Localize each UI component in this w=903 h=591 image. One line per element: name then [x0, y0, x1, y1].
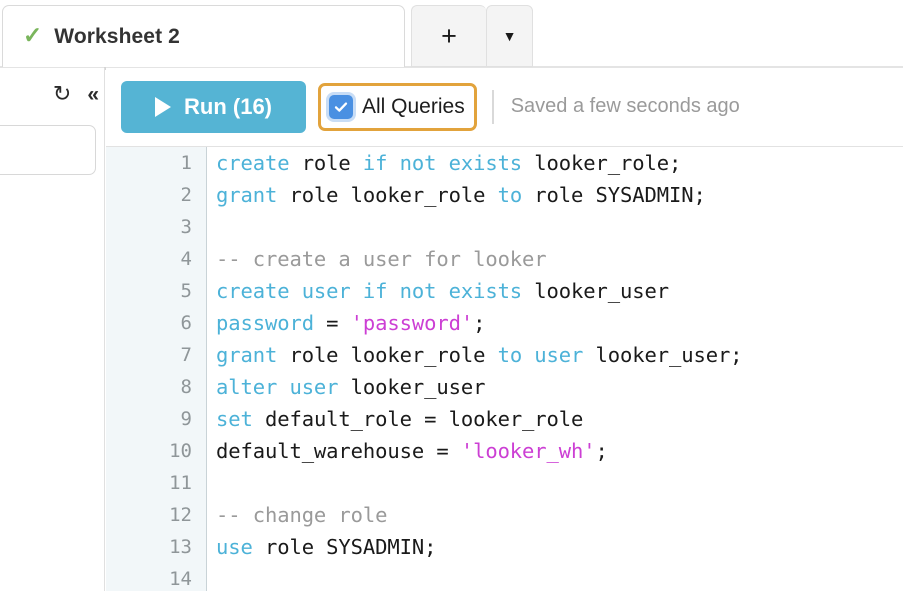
code-token-pl: ; [595, 439, 608, 463]
code-token-pl: = [313, 311, 351, 335]
code-line[interactable]: 14 [106, 563, 903, 591]
code-text: use role SYSADMIN; [216, 531, 436, 563]
chevron-down-icon[interactable]: ▼ [486, 5, 533, 67]
code-text: create role if not exists looker_role; [216, 147, 681, 179]
code-text: set default_role = looker_role [216, 403, 583, 435]
line-number: 13 [169, 536, 192, 558]
code-line[interactable]: 7 grant role looker_role to user looker_u… [106, 339, 903, 371]
code-token-kw: alter user [216, 375, 339, 399]
tab-add-group: + ▼ [411, 5, 533, 67]
line-number: 14 [169, 568, 192, 590]
editor-toolbar: Run (16) All Queries Saved a few seconds… [106, 68, 903, 145]
code-text: -- create a user for looker [216, 243, 547, 275]
code-token-pl: looker_role; [522, 151, 682, 175]
toolbar-separator [491, 89, 494, 124]
code-token-kw: to [497, 183, 523, 207]
code-token-kw: create user if not exists [216, 279, 523, 303]
tab-bar-underline [0, 66, 903, 68]
run-button-label: Run (16) [184, 93, 272, 119]
code-line[interactable]: 6 password = 'password'; [106, 307, 903, 339]
add-worksheet-button[interactable]: + [411, 5, 486, 67]
code-text: alter user looker_user [216, 371, 485, 403]
line-number: 2 [180, 184, 192, 206]
check-icon: ✓ [23, 22, 43, 48]
code-token-cmt: -- create a user for looker [216, 247, 547, 271]
collapse-panel-icon[interactable]: « [87, 82, 99, 106]
line-number: 6 [180, 312, 192, 334]
code-text: create user if not exists looker_user [216, 275, 669, 307]
line-number: 5 [180, 280, 192, 302]
all-queries-checkbox[interactable]: All Queries [318, 82, 477, 131]
run-button[interactable]: Run (16) [121, 80, 306, 133]
code-line[interactable]: 8 alter user looker_user [106, 371, 903, 403]
code-token-pl: role looker_role [277, 183, 498, 207]
code-token-kw: if not exists [362, 151, 523, 175]
code-text: password = 'password'; [216, 307, 485, 339]
rail-divider [104, 68, 105, 591]
line-number: 3 [180, 216, 192, 238]
line-number: 8 [180, 376, 192, 398]
code-line[interactable]: 11 [106, 467, 903, 499]
saved-status: Saved a few seconds ago [510, 95, 740, 117]
code-line[interactable]: 5 create user if not exists looker_user [106, 275, 903, 307]
code-token-str: 'password' [350, 311, 474, 335]
code-text: grant role looker_role to user looker_us… [216, 339, 743, 371]
tab-label: Worksheet 2 [54, 24, 180, 48]
code-token-pl: looker_user; [583, 343, 743, 367]
code-token-kw: grant [216, 343, 278, 367]
code-text: default_warehouse = 'looker_wh'; [216, 435, 608, 467]
code-token-kw: password [216, 311, 314, 335]
line-number: 4 [180, 248, 192, 270]
rail-icon-group: ↻ « [52, 81, 99, 106]
code-line[interactable]: 9 set default_role = looker_role [106, 403, 903, 435]
code-line[interactable]: 13 use role SYSADMIN; [106, 531, 903, 563]
line-number: 12 [169, 504, 192, 526]
code-token-cmt: -- change role [216, 503, 388, 527]
code-text: -- change role [216, 499, 387, 531]
line-number: 7 [180, 344, 192, 366]
line-number: 10 [169, 440, 192, 462]
play-icon [155, 96, 171, 117]
tab-worksheet-2[interactable]: ✓ Worksheet 2 [2, 5, 405, 67]
line-number-gutter [106, 147, 207, 591]
code-token-pl: default_role = looker_role [252, 407, 584, 431]
code-token-kw: grant [216, 183, 278, 207]
code-token-pl: default_warehouse = [216, 439, 461, 463]
refresh-icon[interactable]: ↻ [52, 81, 72, 106]
line-number: 9 [180, 408, 192, 430]
code-token-kw: use [216, 535, 253, 559]
code-token-pl: role SYSADMIN; [252, 535, 437, 559]
line-number: 1 [180, 152, 192, 174]
code-line[interactable]: 12 -- change role [106, 499, 903, 531]
code-token-pl: role SYSADMIN; [522, 183, 706, 207]
checkbox-checked-icon [329, 94, 353, 119]
left-rail: ↻ « [0, 68, 105, 591]
code-text: grant role looker_role to role SYSADMIN; [216, 179, 706, 211]
code-line[interactable]: 10 default_warehouse = 'looker_wh'; [106, 435, 903, 467]
code-token-pl: role [289, 151, 363, 175]
code-token-pl: looker_user [338, 375, 486, 399]
code-token-kw: create [216, 151, 290, 175]
code-token-pl: role looker_role [277, 343, 498, 367]
search-input[interactable] [0, 125, 96, 175]
code-token-pl: ; [473, 311, 486, 335]
code-token-kw: to user [497, 343, 584, 367]
all-queries-label: All Queries [362, 94, 465, 118]
tab-bar: ✓ Worksheet 2 + ▼ [0, 0, 903, 68]
code-token-kw: set [216, 407, 253, 431]
code-token-str: 'looker_wh' [460, 439, 596, 463]
code-line[interactable]: 1 create role if not exists looker_role; [106, 147, 903, 179]
line-number: 11 [169, 472, 192, 494]
code-line[interactable]: 3 [106, 211, 903, 243]
code-token-pl: looker_user [522, 279, 669, 303]
code-line[interactable]: 4 -- create a user for looker [106, 243, 903, 275]
code-line[interactable]: 2 grant role looker_role to role SYSADMIN… [106, 179, 903, 211]
